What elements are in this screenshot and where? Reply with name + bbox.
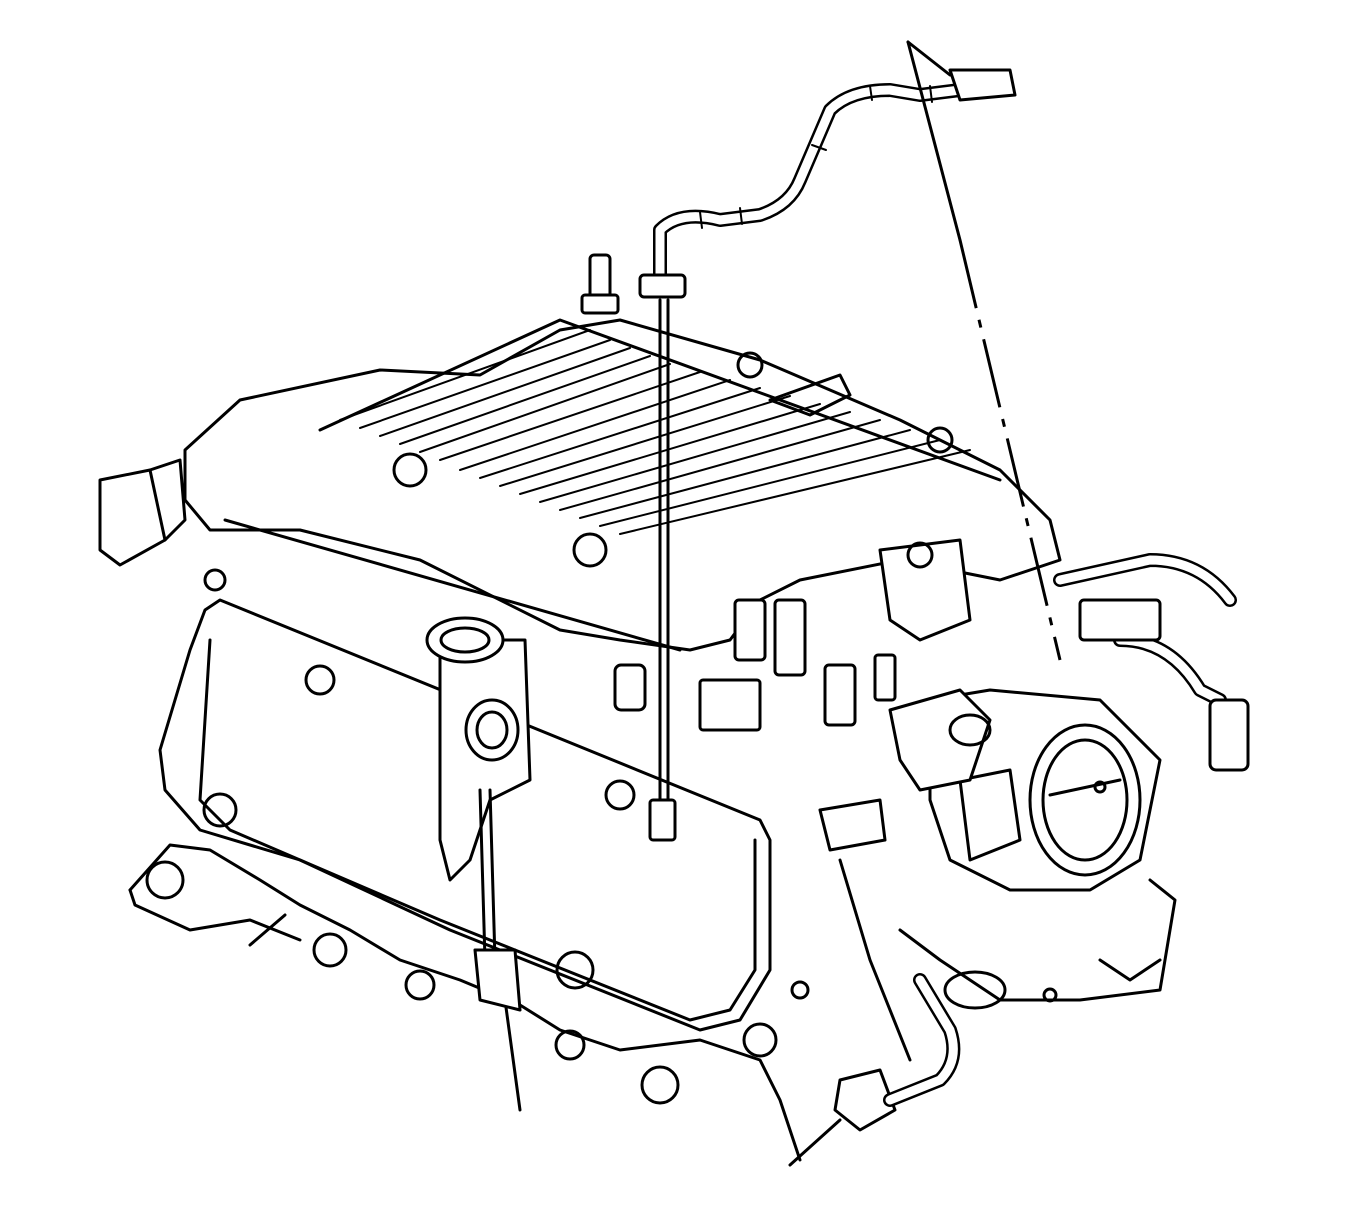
leader-line-straight <box>648 298 677 842</box>
center-components <box>613 538 992 1062</box>
oil-fill-tube <box>425 616 532 882</box>
harness-connector <box>788 973 961 1167</box>
engine-block <box>128 843 1177 1162</box>
reference-mark <box>248 913 287 947</box>
fitting <box>580 253 620 315</box>
leader-line-dashed <box>906 40 1062 661</box>
left-connector <box>98 458 227 592</box>
dipstick <box>473 788 522 1112</box>
right-hoses <box>1053 553 1250 772</box>
throttle-body <box>928 688 1162 892</box>
pcv-hose <box>638 68 1017 299</box>
